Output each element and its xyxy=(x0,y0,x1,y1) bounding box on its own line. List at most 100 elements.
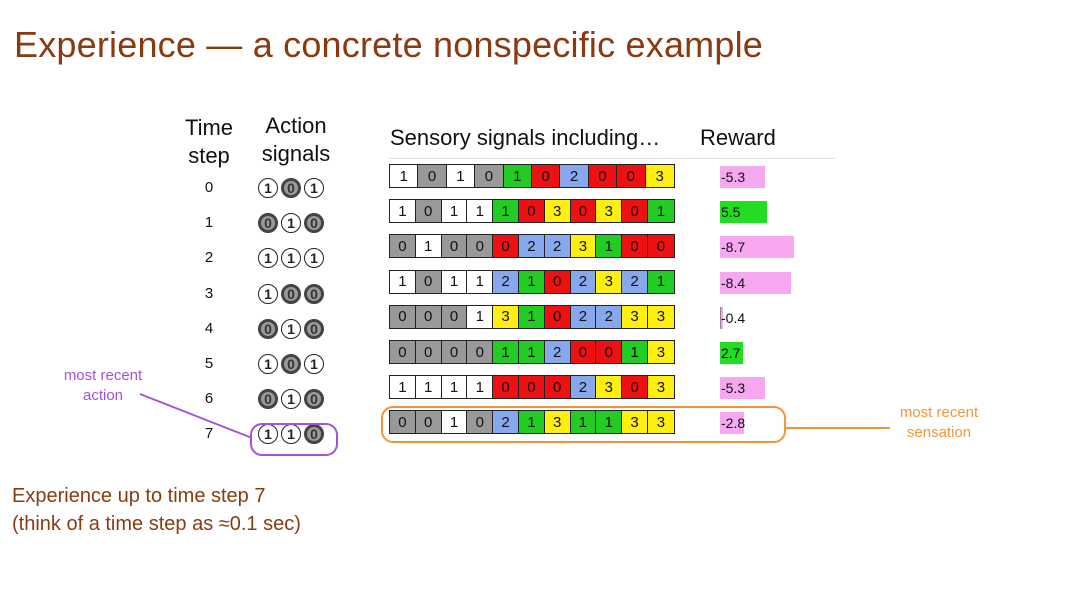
action-signal: 0 xyxy=(304,213,324,234)
reward-value: -8.4 xyxy=(721,274,746,291)
time-step-value: 7 xyxy=(204,425,214,443)
sensory-cell: 3 xyxy=(647,341,674,363)
sensory-cell: 0 xyxy=(467,411,494,434)
sensory-cell: 0 xyxy=(415,200,442,223)
sensory-cell: 3 xyxy=(544,411,571,434)
action-signal: 0 xyxy=(281,283,301,304)
reward-value: -0.4 xyxy=(721,309,746,326)
sensory-cell: 3 xyxy=(622,411,648,434)
sensory-cell: 1 xyxy=(518,305,545,328)
most-recent-action-label: most recent action xyxy=(48,366,158,406)
action-signal: 1 xyxy=(258,178,278,198)
action-signal: 1 xyxy=(281,213,301,234)
sensory-cell: 0 xyxy=(467,235,494,258)
sensory-cell: 0 xyxy=(518,376,545,399)
time-step-header: Time step xyxy=(178,114,240,170)
sensory-cell: 1 xyxy=(415,235,442,258)
caption-line1: Experience up to time step 7 xyxy=(12,485,266,507)
time-step-value: 1 xyxy=(204,214,214,232)
sensory-cell: 0 xyxy=(390,341,416,363)
sensory-cell: 0 xyxy=(390,235,416,258)
sensory-cell: 0 xyxy=(418,165,447,187)
sensory-cell: 1 xyxy=(493,200,519,223)
sensory-cell: 1 xyxy=(467,305,494,328)
sensory-cell: 0 xyxy=(544,270,571,293)
sensory-cell: 3 xyxy=(493,305,519,328)
action-annotation-line1: most recent xyxy=(63,367,143,384)
sensory-cell: 2 xyxy=(596,305,623,328)
sensory-cell: 2 xyxy=(570,305,597,328)
action-signal: 1 xyxy=(281,248,301,269)
most-recent-sensation-label: most recent sensation xyxy=(882,403,996,443)
sensory-cell: 1 xyxy=(467,376,494,399)
reward-value: -5.3 xyxy=(721,380,746,397)
sensory-cell: 1 xyxy=(596,235,623,258)
action-signal: 0 xyxy=(258,213,278,234)
action-signal: 1 xyxy=(304,178,324,198)
sensory-cell: 1 xyxy=(390,165,419,187)
sensory-signals-header: Sensory signals including… xyxy=(390,125,661,150)
sensory-cell: 0 xyxy=(622,200,648,223)
sensation-annotation-line1: most recent xyxy=(899,404,979,421)
sensory-cell: 0 xyxy=(622,376,648,399)
reward-bar xyxy=(720,271,792,294)
sensory-cell: 1 xyxy=(441,411,468,434)
sensory-cell: 0 xyxy=(647,235,674,258)
reward-header: Reward xyxy=(700,125,776,150)
sensory-cell: 1 xyxy=(518,341,545,363)
sensory-cell: 1 xyxy=(570,411,597,434)
sensory-cell: 0 xyxy=(475,165,504,187)
action-signal: 1 xyxy=(258,248,278,269)
sensory-cell: 2 xyxy=(544,341,571,363)
action-signal: 0 xyxy=(258,318,278,339)
sensory-cell: 3 xyxy=(544,200,571,223)
sensory-cell: 0 xyxy=(544,376,571,399)
sensory-cell: 1 xyxy=(647,270,674,293)
sensory-cell: 0 xyxy=(518,200,545,223)
reward-value: -2.8 xyxy=(721,415,746,432)
action-signal: 1 xyxy=(258,283,278,304)
most-recent-sensation-box xyxy=(381,406,786,443)
caption: Experience up to time step 7 (think of a… xyxy=(12,482,301,538)
sensory-cell: 0 xyxy=(415,305,442,328)
time-step-value: 5 xyxy=(204,355,214,372)
sensory-cell: 1 xyxy=(518,270,545,293)
sensory-cell: 0 xyxy=(622,235,648,258)
sensory-cell: 0 xyxy=(415,411,442,434)
sensory-cell: 1 xyxy=(390,376,416,399)
sensory-cell: 2 xyxy=(622,270,648,293)
sensory-cell: 0 xyxy=(467,341,494,363)
sensory-cell: 0 xyxy=(441,235,468,258)
sensory-cell: 1 xyxy=(441,270,468,293)
sensory-cell: 3 xyxy=(570,235,597,258)
time-step-value: 2 xyxy=(204,249,214,267)
sensory-cell: 1 xyxy=(596,411,623,434)
sensory-cell: 1 xyxy=(503,165,532,187)
sensory-cell: 1 xyxy=(446,165,476,187)
time-step-value: 3 xyxy=(204,284,214,302)
sensory-cell: 1 xyxy=(441,200,468,223)
sensory-cell: 0 xyxy=(544,305,571,328)
reward-bar xyxy=(720,236,794,259)
sensory-cell: 0 xyxy=(617,165,646,187)
sensory-cell: 3 xyxy=(596,376,623,399)
sensory-cell: 1 xyxy=(493,341,519,363)
sensory-cell: 2 xyxy=(560,165,589,187)
sensory-cell: 2 xyxy=(570,376,597,399)
sensory-cell: 3 xyxy=(596,270,623,293)
action-signal: 0 xyxy=(281,354,301,374)
sensation-annotation-line2: sensation xyxy=(906,424,972,441)
sensory-cell: 0 xyxy=(390,411,416,434)
sensory-cell: 2 xyxy=(493,411,519,434)
